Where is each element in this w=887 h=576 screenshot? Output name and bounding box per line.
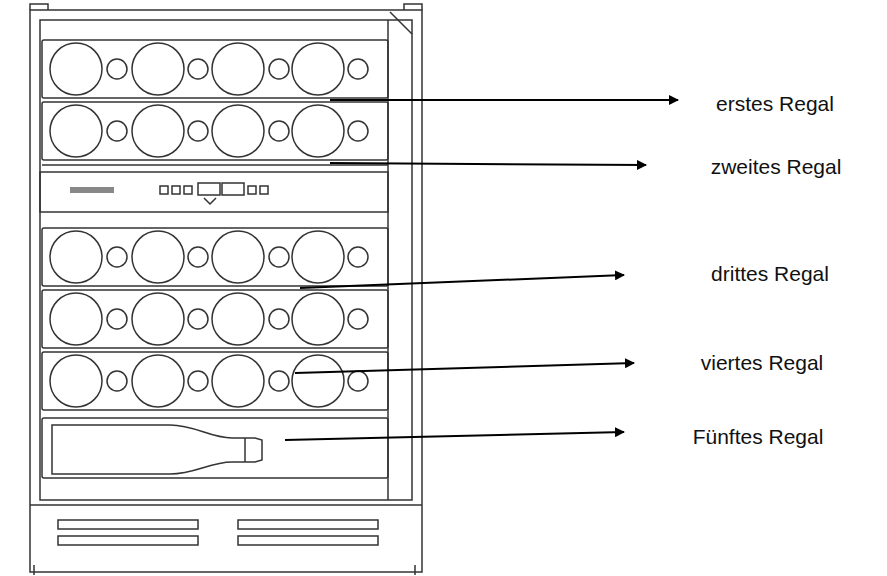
bottle-end bbox=[212, 231, 264, 283]
bottle-end bbox=[50, 105, 102, 157]
bottle-end bbox=[292, 43, 344, 95]
bottle-neck bbox=[348, 121, 368, 141]
vent-slot bbox=[238, 520, 378, 529]
shelf-rack bbox=[42, 228, 388, 286]
bottle-end bbox=[132, 105, 184, 157]
bottle-neck bbox=[269, 371, 289, 391]
bottle-end bbox=[292, 105, 344, 157]
shelf-rack bbox=[42, 102, 388, 160]
vent-slot bbox=[238, 536, 378, 545]
bottle-end bbox=[50, 231, 102, 283]
bottle-end bbox=[212, 43, 264, 95]
bottle-end bbox=[292, 355, 344, 407]
bottle-neck bbox=[269, 121, 289, 141]
bottle-end bbox=[132, 231, 184, 283]
shelf-label: Fünftes Regal bbox=[693, 426, 824, 447]
shelf-rack bbox=[42, 290, 388, 348]
vent-slot bbox=[58, 520, 198, 529]
leader-arrow bbox=[295, 363, 634, 373]
bottle-end bbox=[50, 43, 102, 95]
bottle-end bbox=[292, 231, 344, 283]
bottle-neck bbox=[269, 59, 289, 79]
leader-arrow bbox=[330, 163, 646, 165]
bottle-neck bbox=[107, 247, 127, 267]
bottle-end bbox=[132, 355, 184, 407]
bottle-neck bbox=[188, 309, 208, 329]
bottle-neck bbox=[188, 59, 208, 79]
bottle-end bbox=[212, 293, 264, 345]
shelf-label: viertes Regal bbox=[701, 352, 824, 373]
bottle-neck bbox=[348, 309, 368, 329]
control-panel bbox=[40, 172, 388, 212]
vent-slot bbox=[58, 536, 198, 545]
leader-arrow bbox=[330, 99, 678, 101]
bottle-neck bbox=[188, 371, 208, 391]
cabinet-housing bbox=[30, 10, 422, 572]
bottle-end bbox=[212, 105, 264, 157]
leader-arrow bbox=[285, 432, 624, 440]
leader-arrow bbox=[300, 275, 624, 288]
shelf-rack bbox=[42, 352, 388, 410]
shelf-label: erstes Regal bbox=[716, 93, 834, 114]
bottle-end bbox=[132, 293, 184, 345]
bottle-neck bbox=[107, 371, 127, 391]
bottle-end bbox=[132, 43, 184, 95]
shelf-label: drittes Regal bbox=[711, 263, 829, 284]
bottle-end bbox=[292, 293, 344, 345]
bottle-end bbox=[50, 355, 102, 407]
bottle-neck bbox=[188, 121, 208, 141]
bottle-neck bbox=[107, 121, 127, 141]
bottle-neck bbox=[107, 59, 127, 79]
shelf-rack bbox=[42, 418, 388, 478]
bottle-neck bbox=[188, 247, 208, 267]
wine-bottle bbox=[52, 425, 262, 474]
bottle-end bbox=[50, 293, 102, 345]
bottle-neck bbox=[107, 309, 127, 329]
bottle-neck bbox=[269, 309, 289, 329]
bottle-neck bbox=[348, 247, 368, 267]
bottle-neck bbox=[269, 247, 289, 267]
shelf-rack bbox=[42, 40, 388, 98]
bottle-neck bbox=[348, 371, 368, 391]
bottle-neck bbox=[348, 59, 368, 79]
bottle-end bbox=[212, 355, 264, 407]
shelf-label: zweites Regal bbox=[711, 156, 842, 177]
